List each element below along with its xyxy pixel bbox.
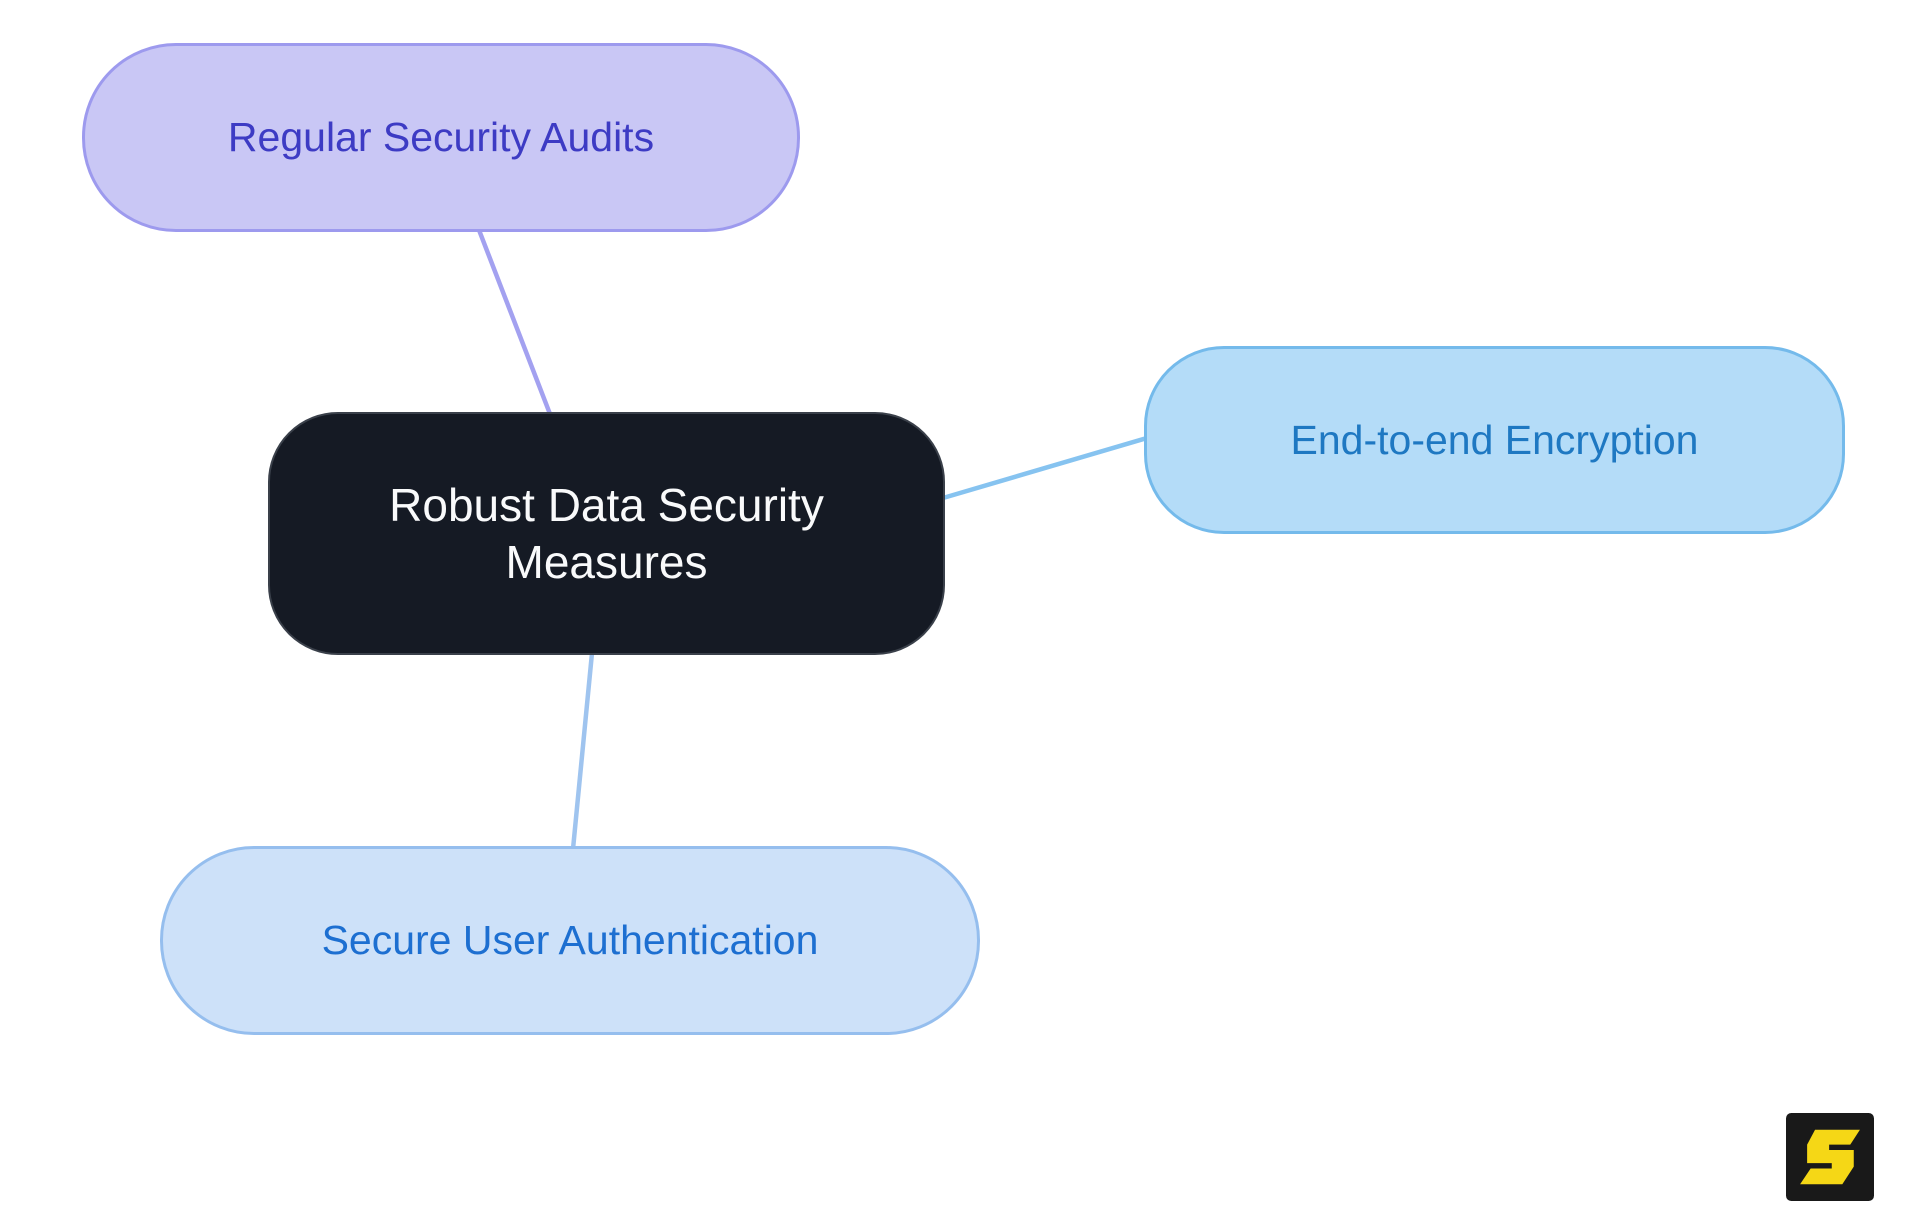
connector-root-authentication <box>570 650 595 852</box>
node-robust-data-security-measures: Robust Data Security Measures <box>268 412 945 655</box>
logo-s-icon <box>1800 1129 1860 1185</box>
node-secure-user-authentication: Secure User Authentication <box>160 846 980 1035</box>
node-end-to-end-encryption: End-to-end Encryption <box>1144 346 1845 534</box>
brand-logo <box>1786 1113 1874 1201</box>
node-label: Regular Security Audits <box>227 114 655 160</box>
connector-root-audits <box>476 227 553 417</box>
node-regular-security-audits: Regular Security Audits <box>82 43 800 232</box>
node-label: Secure User Authentication <box>321 917 819 963</box>
node-label: Robust Data Security Measures <box>389 479 824 588</box>
node-label: End-to-end Encryption <box>1290 416 1699 463</box>
connector-root-encryption <box>940 435 1150 501</box>
